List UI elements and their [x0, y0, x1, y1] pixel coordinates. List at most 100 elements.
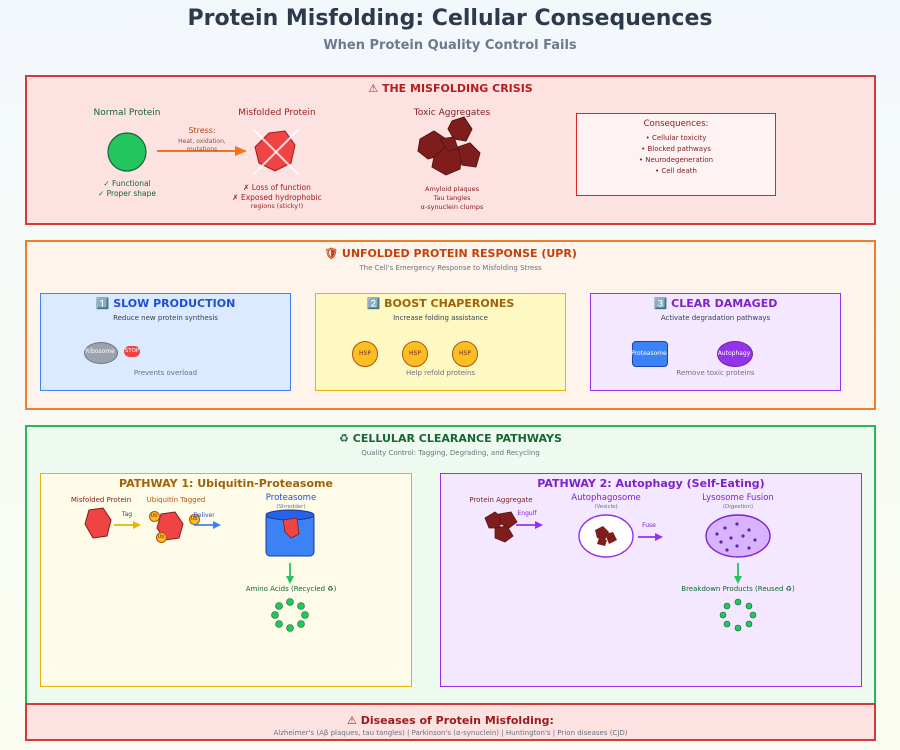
proteasome-icon [632, 341, 668, 367]
boost-chaperones-box: 2️⃣ BOOST CHAPERONES Increase folding as… [315, 293, 566, 391]
boost-chaperones-note: Help refold proteins [405, 369, 476, 377]
boost-chaperones-desc: Increase folding assistance [393, 314, 488, 322]
page-subtitle: When Protein Quality Control Fails [323, 38, 577, 53]
consequence-item: • Cellular toxicity [645, 134, 707, 142]
pathway-ubiquitin-box: PATHWAY 1: Ubiquitin-Proteasome Misfolde… [40, 473, 412, 687]
ub-label: Ub [157, 534, 165, 540]
fuse-label: Fuse [642, 522, 656, 529]
slow-production-title: 1️⃣ SLOW PRODUCTION [95, 297, 236, 310]
vesicle-label: (Vesicle) [594, 504, 618, 510]
upr-title: 🛡 UNFOLDED PROTEIN RESPONSE (UPR) [324, 247, 577, 260]
fuse-arrow-icon [638, 533, 663, 541]
stress-label: Stress: [188, 126, 216, 135]
clearance-title: ♻ CELLULAR CLEARANCE PATHWAYS [339, 432, 562, 445]
breakdown-products-label: Breakdown Products (Reused ♻) [681, 585, 795, 593]
pathway1-title: PATHWAY 1: Ubiquitin-Proteasome [119, 477, 333, 490]
misfolded-protein-icon [252, 128, 300, 176]
ub-label: Ub [190, 516, 198, 522]
page-title: Protein Misfolding: Cellular Consequence… [187, 6, 713, 31]
aggregates-label: Toxic Aggregates [413, 108, 491, 118]
consequence-item: • Blocked pathways [641, 145, 711, 153]
slow-production-desc: Reduce new protein synthesis [113, 314, 218, 322]
amino-acids-label: Amino Acids (Recycled ♻) [245, 585, 337, 593]
stress-arrow-icon [157, 146, 247, 156]
tag-label: Tag [121, 511, 133, 518]
p1-misfolded-protein-icon [84, 507, 112, 539]
clearance-subtitle: Quality Control: Tagging, Degrading, and… [361, 449, 540, 457]
hsp-chaperone-icon [452, 341, 478, 367]
slow-production-note: Prevents overload [133, 369, 198, 377]
diseases-list: Alzheimer's (Aβ plaques, tau tangles) | … [273, 729, 628, 737]
proteasome-title: Proteasome [265, 493, 317, 503]
breakdown-ring-icon [719, 598, 757, 632]
engulf-label: Engulf [517, 510, 537, 517]
clear-damaged-box: 3️⃣ CLEAR DAMAGED Activate degradation p… [590, 293, 841, 391]
diseases-banner: ⚠ Diseases of Protein Misfolding: Alzhei… [25, 703, 876, 741]
stress-sub2: mutations [186, 146, 218, 153]
consequences-box: Consequences: • Cellular toxicity • Bloc… [576, 113, 776, 196]
proteasome-barrel-icon [265, 509, 315, 557]
ribosome-label: Ribosome [85, 348, 115, 355]
p1-misfolded-label: Misfolded Protein [70, 496, 132, 504]
proteasome-label: Proteasome [631, 350, 667, 357]
slow-production-box: 1️⃣ SLOW PRODUCTION Reduce new protein s… [40, 293, 291, 391]
normal-line2: ✓ Proper shape [97, 189, 157, 198]
clear-damaged-desc: Activate degradation pathways [660, 314, 771, 322]
hsp-label: HSP [359, 350, 371, 357]
ubiquitin-icon [156, 532, 167, 543]
crisis-title: ⚠ THE MISFOLDING CRISIS [368, 82, 533, 95]
pathway2-title: PATHWAY 2: Autophagy (Self-Eating) [537, 477, 765, 490]
normal-protein-icon [107, 132, 147, 172]
ribosome-icon [84, 342, 118, 364]
ubiquitin-icon [149, 511, 160, 522]
toxic-aggregates-icon [417, 116, 481, 176]
clear-damaged-note: Remove toxic proteins [676, 369, 755, 377]
recycle-down-arrow-icon [286, 563, 294, 584]
hsp-chaperone-icon [352, 341, 378, 367]
aggregates-line1: Amyloid plaques [425, 185, 479, 193]
hsp-chaperone-icon [402, 341, 428, 367]
hsp-label: HSP [409, 350, 421, 357]
stress-sub1: Heat, oxidation, [178, 138, 226, 145]
misfolded-line3: regions (sticky!) [250, 202, 304, 210]
deliver-label: Deliver [193, 512, 215, 519]
digestion-label: (Digestion) [722, 504, 754, 510]
pathway-autophagy-box: PATHWAY 2: Autophagy (Self-Eating) Prote… [440, 473, 862, 687]
consequence-item: • Neurodegeneration [638, 156, 714, 164]
misfolded-line1: ✗ Loss of function [243, 183, 311, 192]
consequences-title: Consequences: [643, 119, 709, 129]
autophagosome-title: Autophagosome [571, 493, 641, 503]
amino-acids-ring-icon [271, 598, 309, 632]
clear-damaged-title: 3️⃣ CLEAR DAMAGED [653, 297, 778, 310]
breakdown-down-arrow-icon [734, 563, 742, 584]
aggregates-line2: Tau tangles [433, 194, 471, 202]
misfolded-line2: ✗ Exposed hydrophobic [232, 193, 322, 202]
upr-subtitle: The Cell's Emergency Response to Misfold… [359, 264, 542, 272]
shredder-label: (Shredder) [276, 504, 306, 510]
consequence-item: • Cell death [655, 167, 697, 175]
upr-panel: 🛡 UNFOLDED PROTEIN RESPONSE (UPR) The Ce… [25, 240, 876, 410]
stop-sign-icon [124, 346, 140, 357]
normal-protein-label: Normal Protein [93, 108, 161, 118]
lysosome-title: Lysosome Fusion [702, 493, 774, 503]
stop-label: STOP [124, 348, 140, 354]
normal-line1: ✓ Functional [103, 179, 151, 188]
autophagy-label: Autophagy [717, 350, 751, 357]
autophagy-icon [717, 341, 753, 367]
deliver-arrow-icon [194, 521, 221, 529]
ubiquitin-tagged-label: Ubiquitin Tagged [146, 496, 206, 504]
misfolded-protein-label: Misfolded Protein [238, 108, 316, 118]
boost-chaperones-title: 2️⃣ BOOST CHAPERONES [366, 297, 515, 310]
misfolding-crisis-panel: ⚠ THE MISFOLDING CRISIS Normal Protein ✓… [25, 75, 876, 225]
lysosome-icon [705, 514, 771, 558]
ub-label: Ub [150, 513, 158, 519]
engulf-arrow-icon [516, 521, 543, 529]
protein-aggregate-label: Protein Aggregate [469, 496, 533, 504]
autophagosome-icon [578, 514, 634, 558]
diseases-title: ⚠ Diseases of Protein Misfolding: [347, 714, 554, 727]
aggregates-line3: α-synuclein clumps [420, 203, 484, 211]
clearance-panel: ♻ CELLULAR CLEARANCE PATHWAYS Quality Co… [25, 425, 876, 705]
tag-arrow-icon [114, 521, 141, 529]
p2-aggregate-icon [484, 511, 518, 543]
hsp-label: HSP [459, 350, 471, 357]
